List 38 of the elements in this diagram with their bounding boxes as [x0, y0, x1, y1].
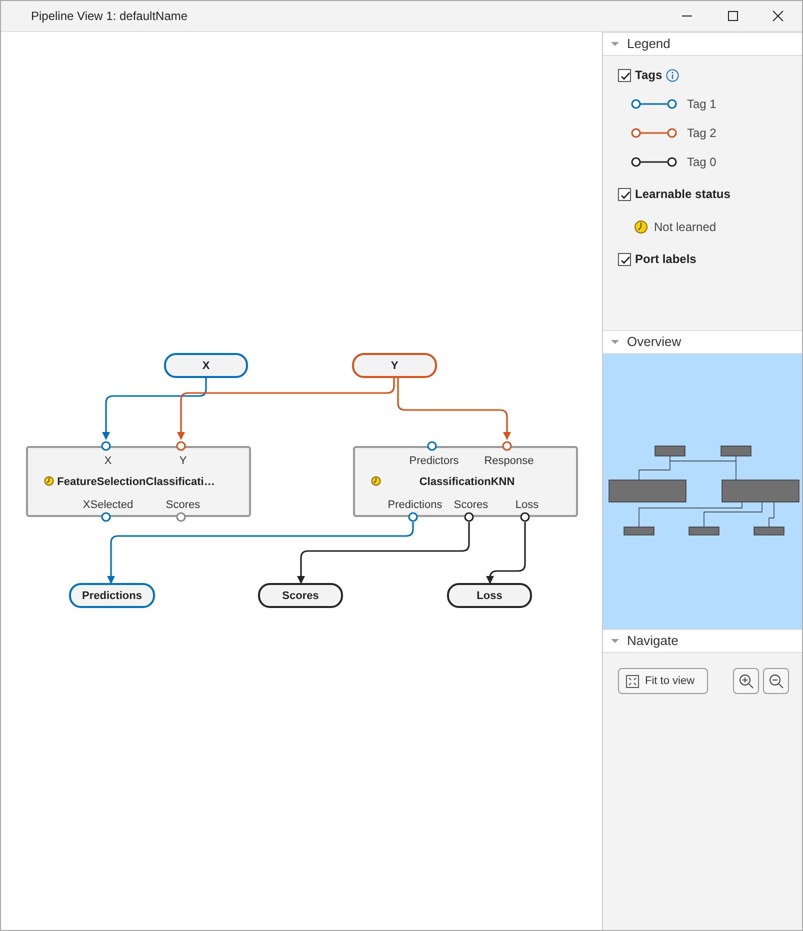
connector-arrow: [177, 378, 395, 440]
terminal-node: [69, 583, 155, 608]
port-label: Y: [179, 455, 187, 467]
component-name: ClassificationKNN: [419, 476, 515, 488]
terminal-node: [258, 583, 343, 608]
legend-label: Not learned: [654, 220, 716, 234]
port-label: Scores: [454, 499, 488, 511]
legend-label: Tag 0: [687, 155, 716, 169]
node-label: Predictions: [82, 590, 142, 602]
terminal-node: [447, 583, 532, 608]
port-label: Predictors: [409, 455, 459, 467]
port-label: Response: [484, 455, 534, 467]
port-label: X: [104, 455, 112, 467]
fit-to-view-button: Fit to view: [618, 668, 708, 694]
node-label: Loss: [476, 590, 502, 602]
window-title: Pipeline View 1: defaultName: [31, 9, 188, 23]
port-label: Loss: [515, 499, 539, 511]
terminal-node: [352, 353, 437, 378]
terminal-node: [164, 353, 248, 378]
node-label: Scores: [282, 590, 319, 602]
section-title: Legend: [627, 36, 670, 51]
port-label: XSelected: [82, 499, 134, 511]
legend-label: Tag 2: [687, 126, 716, 140]
connector-arrow: [297, 522, 470, 584]
port-label: Predictions: [388, 499, 442, 511]
connector-arrow: [486, 522, 526, 584]
node-label: X: [202, 360, 210, 372]
node-label: Y: [390, 360, 398, 372]
checkbox-label: Port labels: [635, 252, 696, 266]
port-label: Scores: [166, 499, 200, 511]
connector-arrow: [397, 378, 511, 440]
checkbox-label: Tags: [635, 68, 662, 82]
section-title: Navigate: [627, 633, 678, 648]
component-name: FeatureSelectionClassificati…: [57, 476, 215, 488]
section-title: Overview: [627, 334, 682, 349]
legend-label: Tag 1: [687, 97, 716, 111]
connector-arrow: [102, 378, 207, 440]
checkbox-label: Learnable status: [635, 187, 730, 201]
